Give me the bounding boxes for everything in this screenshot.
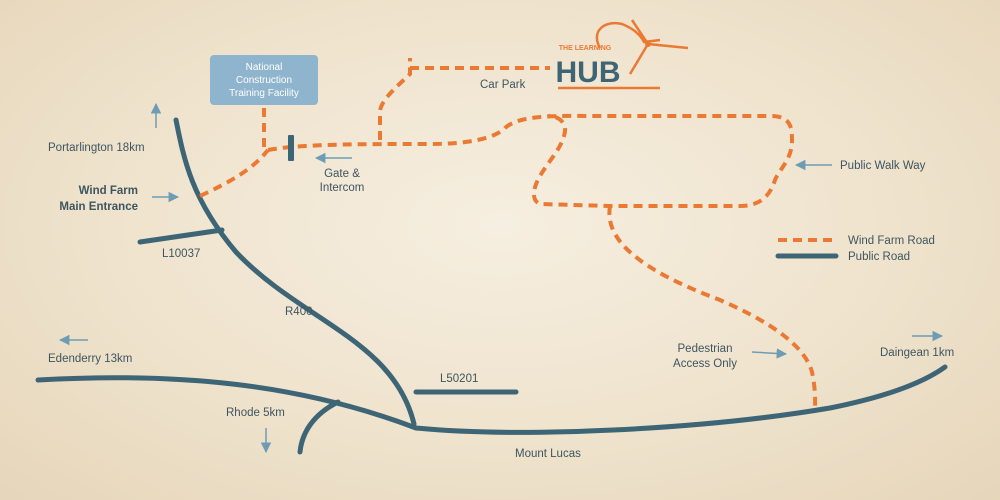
- wind-farm-road-main: [267, 113, 795, 208]
- training-facility-building: National Construction Training Facility: [210, 55, 318, 105]
- logo-main-text: HUB: [556, 56, 621, 89]
- wind-farm-road-carpark: [378, 58, 550, 140]
- building-line-1: National: [246, 62, 283, 73]
- label-mount-lucas: Mount Lucas: [515, 448, 581, 460]
- learning-hub-logo: THE LEARNING HUB: [556, 19, 689, 90]
- label-l50201: L50201: [440, 373, 478, 385]
- label-wind-farm-entrance-2: Main Entrance: [59, 201, 138, 213]
- wind-farm-roads: [199, 58, 818, 411]
- public-road-rhode: [297, 399, 341, 455]
- legend: Wind Farm Road Public Road: [775, 235, 935, 263]
- label-pedestrian-1: Pedestrian: [678, 343, 733, 355]
- label-edenderry: Edenderry 13km: [48, 353, 132, 365]
- wind-farm-road-entrance: [199, 148, 270, 198]
- building-line-2: Construction: [236, 75, 292, 86]
- public-road-r400: [173, 117, 417, 427]
- direction-arrows: [58, 102, 944, 454]
- wind-farm-road-pedestrian: [607, 205, 818, 411]
- label-portarlington: Portarlington 18km: [48, 142, 145, 154]
- label-wind-farm-entrance-1: Wind Farm: [79, 185, 138, 197]
- label-car-park: Car Park: [480, 79, 526, 91]
- label-r400: R400: [285, 306, 313, 318]
- wind-turbine-hands-icon: [595, 19, 689, 75]
- label-gate-2: Intercom: [320, 182, 365, 194]
- gate-marker: [288, 135, 294, 161]
- public-roads: [35, 117, 948, 455]
- legend-wind-farm-road-label: Wind Farm Road: [848, 235, 935, 247]
- label-l10037: L10037: [162, 248, 200, 260]
- label-rhode: Rhode 5km: [226, 407, 285, 419]
- label-public-walk-way: Public Walk Way: [840, 160, 926, 172]
- logo-top-text: THE LEARNING: [559, 45, 612, 52]
- label-gate-1: Gate &: [324, 168, 360, 180]
- label-daingean: Daingean 1km: [880, 347, 954, 359]
- public-road-l10037: [137, 227, 225, 245]
- legend-public-road-label: Public Road: [848, 251, 910, 263]
- arrow-to-pedestrian: [751, 348, 788, 359]
- building-line-3: Training Facility: [229, 88, 299, 99]
- public-road-mount-lucas: [35, 364, 948, 435]
- label-pedestrian-2: Access Only: [673, 358, 737, 370]
